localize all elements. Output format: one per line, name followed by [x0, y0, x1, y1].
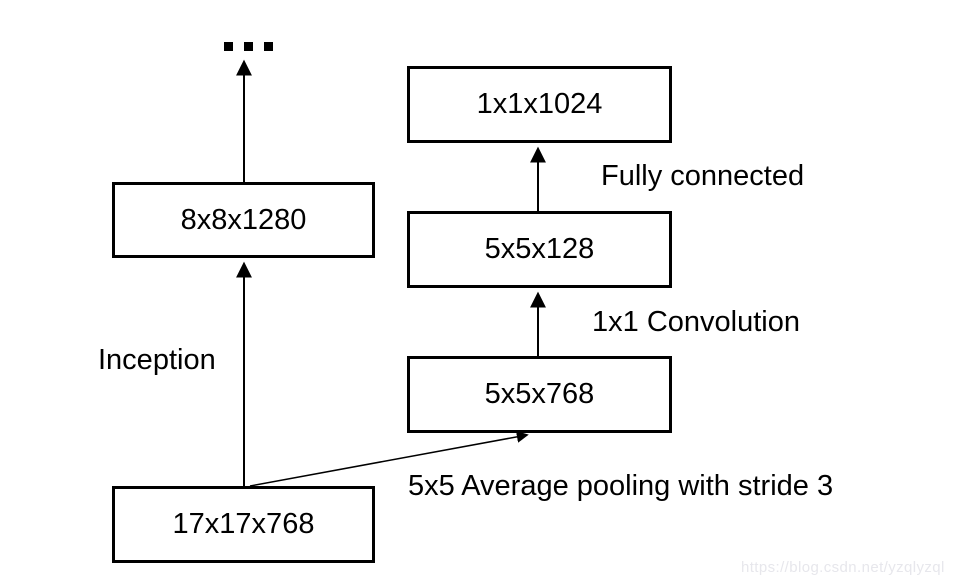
edge-label-1x1-convolution: 1x1 Convolution: [592, 306, 800, 338]
ellipsis-dot: [244, 42, 253, 51]
edge-label-fully-connected: Fully connected: [601, 160, 805, 192]
ellipsis-dot: [264, 42, 273, 51]
ellipsis-icon: [224, 42, 273, 51]
edge-label-avg-pooling: 5x5 Average pooling with stride 3: [408, 470, 834, 502]
node-label: 8x8x1280: [180, 203, 307, 236]
node-label: 5x5x128: [484, 233, 595, 265]
node-feat8: 8x8x1280: [112, 182, 375, 258]
node-label: 17x17x768: [172, 508, 315, 540]
node-feat17: 17x17x768: [112, 486, 375, 563]
node-conv-out: 5x5x128: [407, 211, 672, 288]
node-pool-out: 5x5x768: [407, 356, 672, 433]
node-fc-out: 1x1x1024: [407, 66, 672, 143]
node-label: 5x5x768: [484, 378, 595, 410]
arrow-feat17-to-poolout: [249, 430, 529, 487]
watermark-url: https://blog.csdn.net/yzqlyzql: [741, 559, 945, 576]
edge-label-inception: Inception: [98, 344, 216, 376]
node-label: 1x1x1024: [476, 88, 603, 120]
ellipsis-dot: [224, 42, 233, 51]
